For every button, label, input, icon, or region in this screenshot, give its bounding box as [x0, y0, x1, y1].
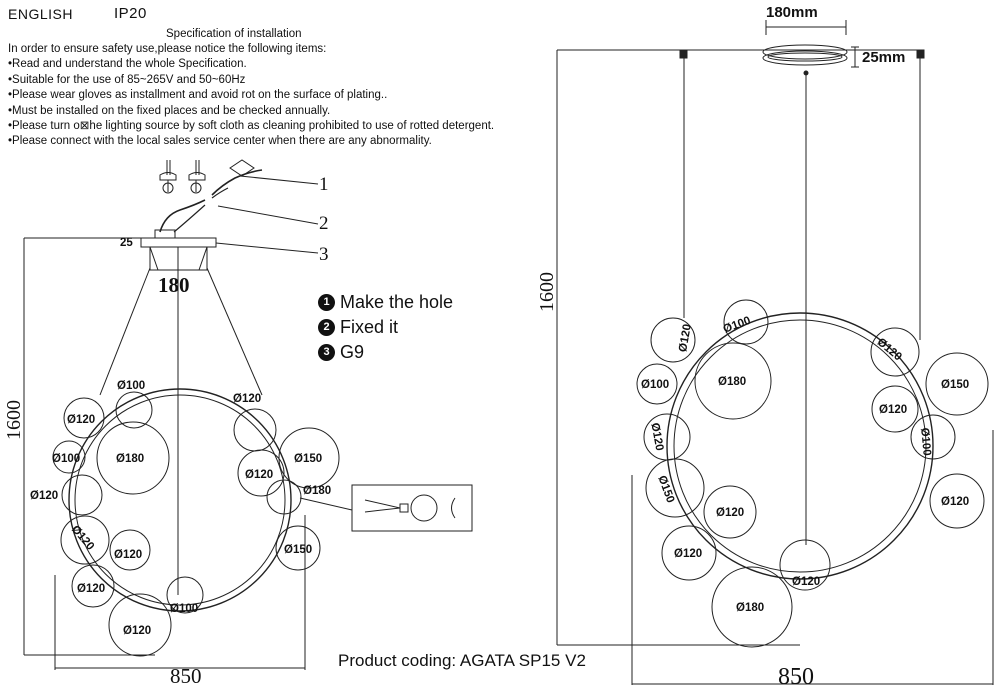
globe-label: Ø150 [284, 544, 312, 556]
globe-label: Ø120 [941, 496, 969, 508]
globe-label: Ø180 [116, 453, 144, 465]
mounting-detail [140, 159, 319, 271]
height-label: 1600 [536, 272, 558, 312]
callout-1: 1 [319, 174, 329, 195]
globe-label: Ø120 [123, 625, 151, 637]
globe-label: Ø120 [245, 469, 273, 481]
right-fixture [556, 20, 994, 685]
step-item: 2 Fixed it [318, 315, 453, 340]
instruction-line: •Please turn o⊠he lighting source by sof… [8, 120, 495, 133]
globe-label: Ø120 [879, 404, 907, 416]
height-label: 1600 [3, 400, 25, 440]
globe-label: Ø120 [30, 490, 58, 502]
globe-label: Ø120 [67, 414, 95, 426]
globe-label: Ø120 [674, 548, 702, 560]
globe-label: Ø180 [718, 376, 746, 388]
globe-label: Ø100 [117, 380, 145, 392]
globe-label: Ø120 [233, 393, 261, 405]
canopy-width-label: 180 [158, 273, 190, 297]
globe-label: Ø120 [716, 507, 744, 519]
step-number-badge: 1 [318, 294, 335, 311]
globe-label: Ø150 [941, 379, 969, 391]
instructions-list: In order to ensure safety use,please not… [8, 42, 494, 150]
globe-label: Ø100 [641, 379, 669, 391]
step-number-badge: 2 [318, 319, 335, 336]
globe-label: Ø100 [722, 315, 753, 336]
ip-rating: IP20 [114, 5, 147, 22]
globe-label: Ø120 [69, 523, 96, 552]
globe-label: Ø100 [170, 603, 198, 615]
globe-label: Ø180 [303, 485, 331, 497]
product-coding: Product coding: AGATA SP15 V2 [338, 651, 586, 670]
language-label: ENGLISH [8, 6, 73, 22]
globe-label: Ø120 [114, 549, 142, 561]
canopy-height-label: 25 [120, 237, 133, 249]
instruction-line: In order to ensure safety use,please not… [8, 43, 327, 55]
globe-label: Ø100 [52, 453, 80, 465]
callout-2: 2 [319, 213, 329, 234]
canopy-height-label: 25mm [862, 49, 905, 66]
globe-label: Ø150 [294, 453, 322, 465]
globe-label: Ø100 [918, 427, 932, 456]
globe-label: Ø150 [655, 474, 676, 505]
globe-label: Ø120 [792, 576, 820, 588]
globe-label: Ø120 [648, 422, 665, 452]
width-label: 850 [778, 664, 814, 690]
step-item: 3 G9 [318, 340, 453, 365]
canopy-width-label: 180mm [766, 4, 818, 21]
step-text: G9 [340, 342, 365, 362]
step-number-badge: 3 [318, 344, 335, 361]
instruction-line: •Please wear gloves as installment and a… [8, 89, 388, 102]
instruction-line: •Suitable for the use of 85~265V and 50~… [8, 73, 246, 86]
globe-label: Ø120 [875, 336, 904, 363]
globe-label: Ø180 [736, 602, 764, 614]
globe-label: Ø120 [77, 583, 105, 595]
spec-title: Specification of installation [166, 28, 302, 40]
width-label: 850 [170, 664, 202, 688]
step-item: 1 Make the hole [318, 290, 453, 315]
instruction-line: •Please connect with the local sales ser… [8, 135, 432, 148]
step-text: Fixed it [340, 317, 399, 337]
globe-label: Ø120 [677, 323, 694, 353]
right-globe-labels: Ø120 Ø100 Ø100 Ø180 Ø120 Ø150 Ø150 Ø120 … [641, 315, 969, 614]
step-text: Make the hole [340, 292, 454, 312]
instruction-line: •Must be installed on the fixed places a… [8, 104, 331, 117]
left-fixture [23, 237, 473, 670]
instruction-line: •Read and understand the whole Specifica… [8, 58, 247, 71]
callout-3: 3 [319, 244, 329, 265]
installation-steps: 1 Make the hole 2 Fixed it 3 G9 [318, 290, 453, 365]
